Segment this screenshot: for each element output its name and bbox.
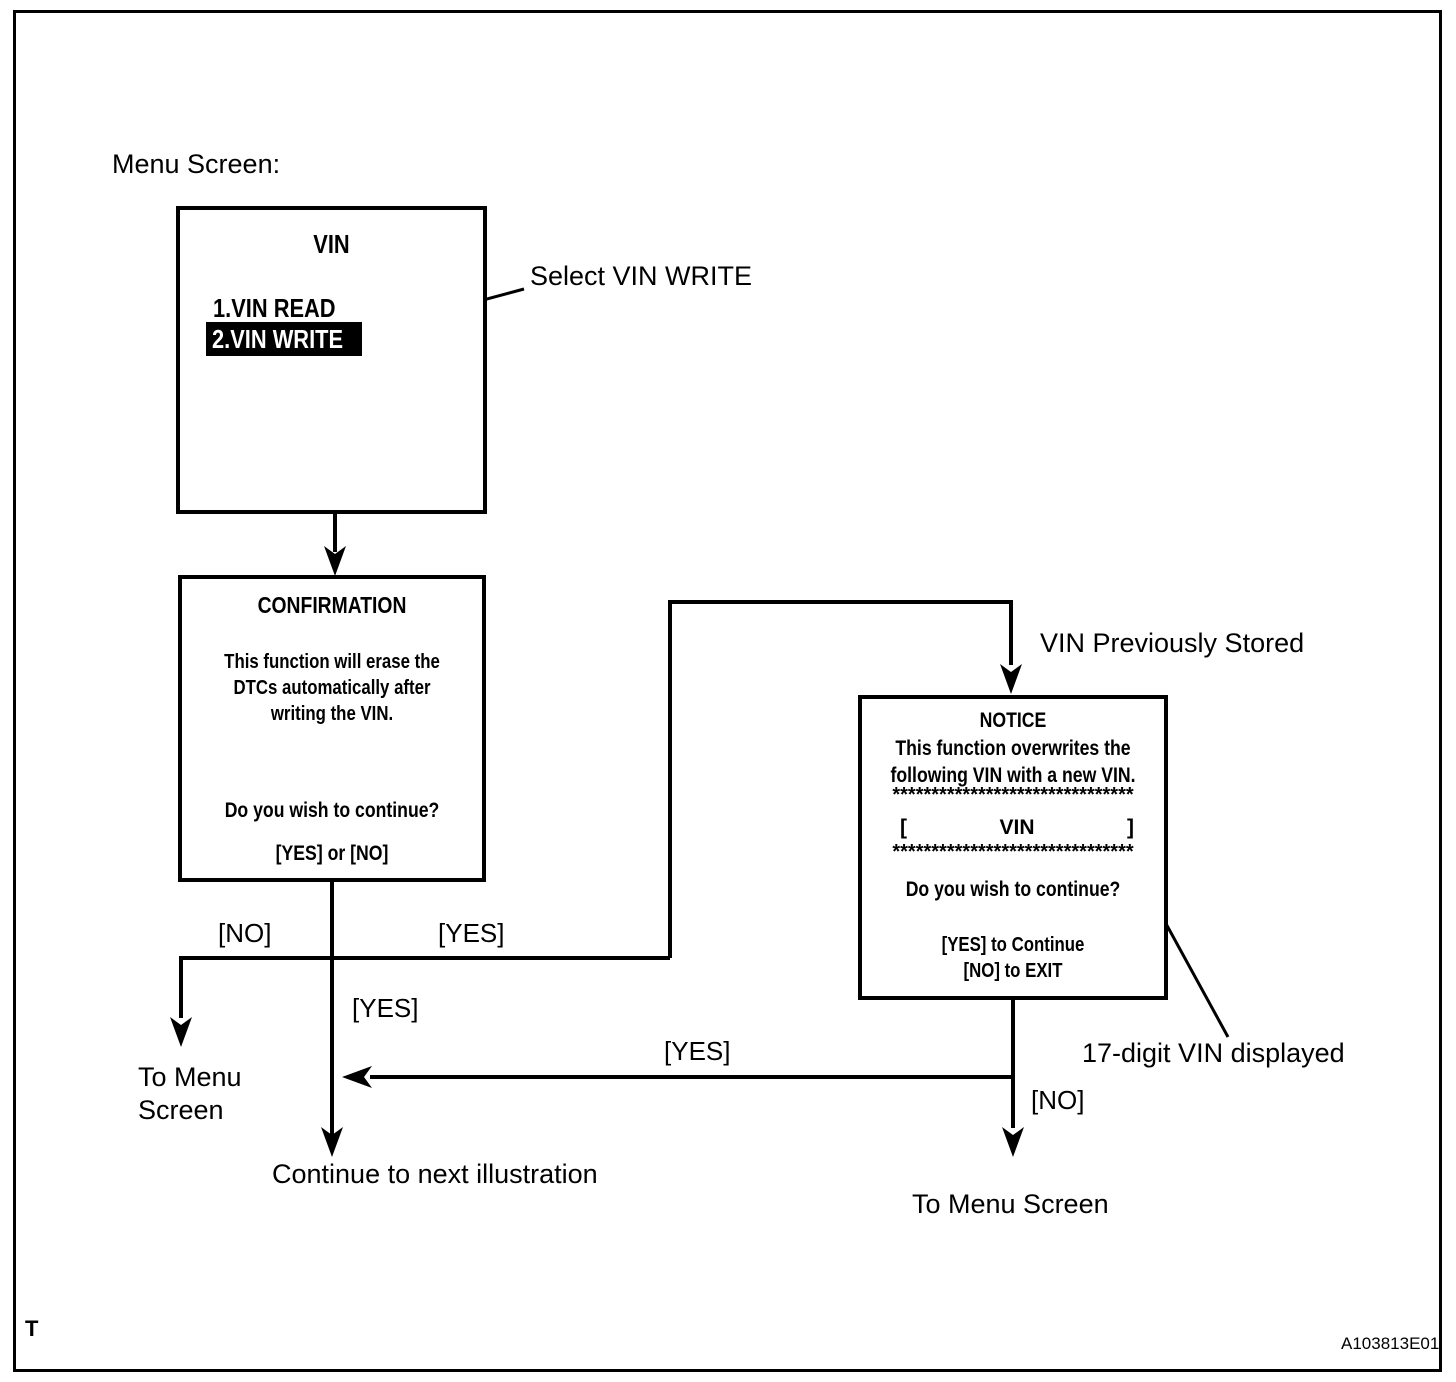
confirmation-body-line: DTCs automatically after <box>233 677 431 699</box>
menu-item-vin-read[interactable]: 1.VIN READ <box>213 293 336 323</box>
menu-screen-label: Menu Screen: <box>112 149 281 179</box>
seventeen-digit-vin-label: 17-digit VIN displayed <box>1082 1038 1345 1068</box>
figure-code: A103813E01 <box>1341 1334 1440 1353</box>
branch-label-no-notice: [NO] <box>1031 1085 1085 1115</box>
continue-next-illustration-label: Continue to next illustration <box>272 1159 598 1189</box>
branch-label-yes-center: [YES] <box>352 993 419 1023</box>
branch-label-yes-right: [YES] <box>438 918 505 948</box>
footer-t-mark: T <box>25 1316 39 1341</box>
confirmation-box: CONFIRMATION This function will erase th… <box>178 575 486 882</box>
arrowhead-yes-return-left <box>342 1066 372 1088</box>
confirmation-title: CONFIRMATION <box>257 592 407 618</box>
arrowhead-continue-down <box>321 1127 343 1157</box>
notice-title: NOTICE <box>979 709 1047 732</box>
notice-yes-line: [YES] to Continue <box>941 934 1085 956</box>
notice-vin-close-bracket: ] <box>1126 816 1134 839</box>
confirmation-question: Do you wish to continue? <box>224 799 440 822</box>
notice-body-line: This function overwrites the <box>895 737 1131 760</box>
to-menu-screen-right-label: To Menu Screen <box>912 1189 1109 1219</box>
arrowhead-no-left <box>170 1017 192 1047</box>
menu-item-vin-write-highlight[interactable]: 2.VIN WRITE <box>206 322 362 356</box>
notice-stars-top: ******************************* <box>892 784 1134 806</box>
vin-previously-stored-label: VIN Previously Stored <box>1040 628 1305 658</box>
arrowhead-into-confirmation <box>324 546 346 576</box>
notice-vin-label: VIN <box>999 816 1035 839</box>
confirmation-options: [YES] or [NO] <box>275 842 389 865</box>
menu-screen-box: VIN 1.VIN READ 2.VIN WRITE <box>176 206 487 514</box>
arrowhead-notice-no-down <box>1002 1127 1024 1157</box>
confirmation-body-line: writing the VIN. <box>270 703 394 725</box>
menu-box-title: VIN <box>313 229 350 259</box>
notice-body: This function overwrites the following V… <box>886 735 1140 789</box>
menu-item-vin-write-label: 2.VIN WRITE <box>212 324 344 354</box>
page-border <box>13 10 1442 1372</box>
to-menu-screen-left-label: To Menu Screen <box>138 1062 242 1125</box>
branch-label-yes-return: [YES] <box>664 1036 731 1066</box>
notice-vin-open-bracket: [ <box>900 816 907 839</box>
arrowhead-into-notice <box>1000 664 1022 694</box>
confirmation-body: This function will erase the DTCs automa… <box>206 649 458 727</box>
confirmation-body-line: This function will erase the <box>224 651 440 673</box>
notice-body-line: following VIN with a new VIN. <box>890 764 1136 787</box>
notice-box: NOTICE This function overwrites the foll… <box>858 695 1168 1000</box>
notice-stars-bottom: ******************************* <box>892 841 1134 863</box>
connector-yes-to-notice <box>668 600 1013 958</box>
notice-no-line: [NO] to EXIT <box>963 960 1063 982</box>
select-vin-write-label: Select VIN WRITE <box>530 261 753 291</box>
notice-vin-row: [ VIN ] <box>900 816 1134 840</box>
branch-label-no-left: [NO] <box>218 918 272 948</box>
notice-question: Do you wish to continue? <box>905 878 1121 901</box>
